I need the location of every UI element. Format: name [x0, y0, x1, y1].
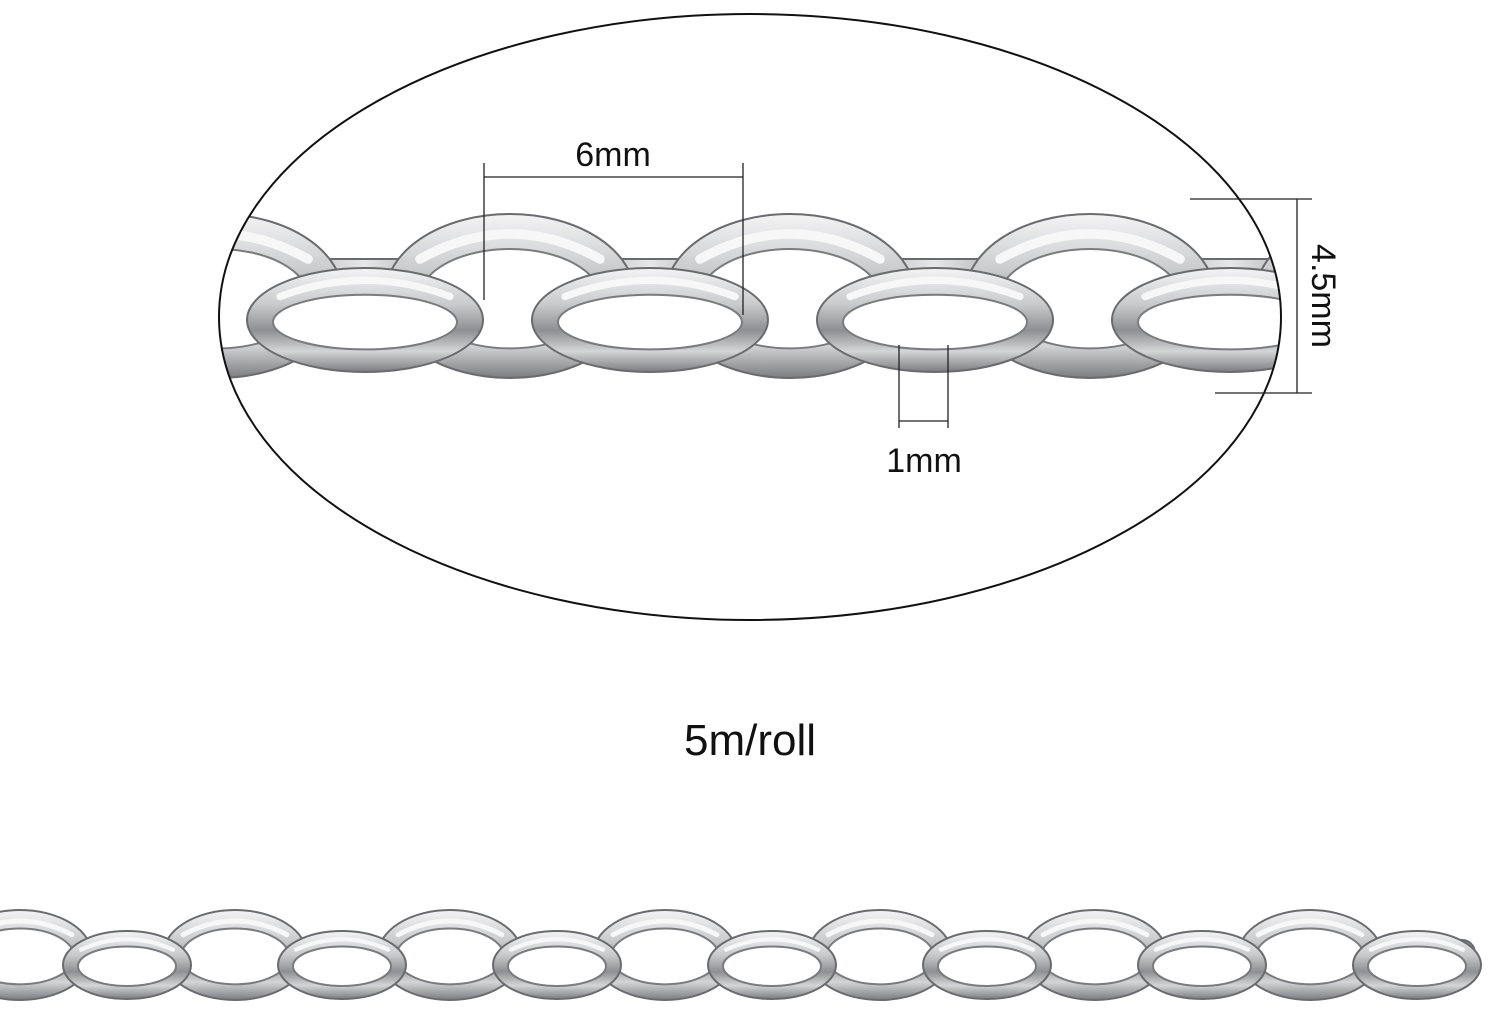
chain-actual-size: [0, 909, 1482, 1001]
roll-length-caption: 5m/roll: [683, 716, 817, 765]
link-width-label: 4.5mm: [1304, 244, 1342, 348]
wire-thickness-label: 1mm: [886, 442, 962, 480]
dimension-link-length: [483, 163, 744, 315]
magnified-chain: [219, 213, 1281, 379]
link-length-label: 6mm: [575, 136, 651, 174]
dimension-wire-thickness: [898, 345, 949, 428]
magnifier-lens: [218, 13, 1282, 621]
dimension-link-width: [1190, 198, 1312, 394]
